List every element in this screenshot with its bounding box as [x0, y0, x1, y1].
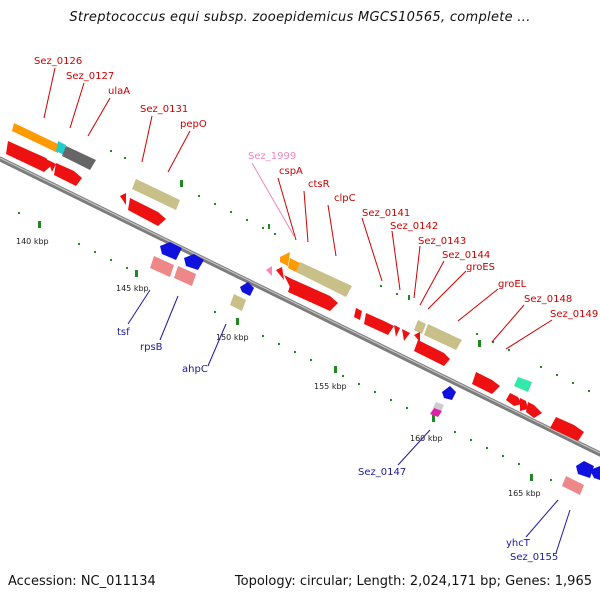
scale-label: 150 kbp: [216, 333, 249, 342]
gene-label-Sez_0143[interactable]: Sez_0143: [418, 236, 466, 247]
gene-groEL[interactable]: [424, 324, 462, 350]
gene-Sez_0148[interactable]: [472, 372, 500, 394]
gene-tsf[interactable]: [160, 242, 182, 260]
gene-ahpC[interactable]: [240, 282, 254, 296]
gene-magenta[interactable]: [430, 408, 442, 417]
gene-pepO[interactable]: [128, 198, 166, 226]
gene-Sez_0149[interactable]: [514, 377, 532, 392]
gene-label-Sez_0131[interactable]: Sez_0131: [140, 104, 188, 115]
gene-label-ulaA[interactable]: ulaA: [108, 86, 130, 97]
gene-red[interactable]: [526, 402, 542, 418]
gene-red[interactable]: [414, 340, 450, 366]
gene-Sez_0144[interactable]: [402, 329, 410, 341]
gene-Sez_0155[interactable]: [562, 476, 584, 495]
forward-genes[interactable]: [6, 123, 584, 441]
gene-label-clpC[interactable]: clpC: [334, 193, 356, 204]
gene-label-Sez_1999[interactable]: Sez_1999: [248, 151, 296, 162]
gene-label-groES[interactable]: groES: [466, 262, 495, 273]
gene-blue[interactable]: [442, 386, 456, 400]
gene-label-Sez_0141[interactable]: Sez_0141: [362, 208, 410, 219]
scale-label: 165 kbp: [508, 489, 541, 498]
gene-cspA[interactable]: [280, 252, 290, 266]
gene-label-Sez_0148[interactable]: Sez_0148: [524, 294, 572, 305]
gene-red[interactable]: [284, 275, 292, 287]
reverse-leader-lines: [127, 289, 571, 554]
gene-red[interactable]: [48, 160, 56, 172]
gene-label-Sez_0144[interactable]: Sez_0144: [442, 250, 490, 261]
scale-label: 155 kbp: [314, 382, 347, 391]
gene-red[interactable]: [550, 417, 584, 441]
gene-label-pepO[interactable]: pepO: [180, 119, 207, 130]
forward-leader-lines: [43, 67, 553, 350]
tick-marks: [18, 150, 590, 481]
gene-label-ahpC[interactable]: ahpC: [182, 364, 208, 375]
leader-Sez_1999: [251, 162, 295, 237]
accession-label: Accession: NC_011134: [8, 574, 156, 589]
scale-label: 160 kbp: [410, 434, 443, 443]
gene-yhcT[interactable]: [576, 461, 594, 478]
gene-Sez_0131[interactable]: [132, 179, 180, 210]
gene-Sez_1999[interactable]: [266, 266, 272, 276]
gene-Sez_0141[interactable]: [354, 308, 362, 320]
gene-label-Sez_0126[interactable]: Sez_0126: [34, 56, 82, 67]
gene-label-Sez_0149[interactable]: Sez_0149: [550, 309, 598, 320]
gene-label-yhcT[interactable]: yhcT: [506, 538, 531, 549]
gene-red[interactable]: [276, 267, 284, 280]
reverse-genes[interactable]: [150, 242, 600, 495]
gene-red[interactable]: [6, 141, 52, 172]
map-title: Streptococcus equi subsp. zooepidemicus …: [69, 10, 531, 25]
gene-blue[interactable]: [590, 466, 600, 480]
gene-groES[interactable]: [414, 320, 426, 334]
gene-red[interactable]: [414, 332, 420, 342]
genome-backbone: [0, 156, 600, 457]
gene-clpC[interactable]: [296, 262, 352, 297]
gene-label-groEL[interactable]: groEL: [498, 279, 527, 290]
gene-label-cspA[interactable]: cspA: [279, 166, 303, 177]
gene-label-tsf[interactable]: tsf: [117, 327, 130, 338]
gene-red[interactable]: [288, 279, 338, 311]
gene-red[interactable]: [506, 393, 522, 406]
gene-Sez_0142[interactable]: [364, 313, 394, 335]
gene-label-rpsB[interactable]: rpsB: [140, 342, 163, 353]
gene-label-Sez_0147[interactable]: Sez_0147: [358, 467, 406, 478]
gene-label-Sez_0127[interactable]: Sez_0127: [66, 71, 114, 82]
gene-pink[interactable]: [174, 266, 196, 286]
scale-label: 145 kbp: [116, 284, 149, 293]
gene-red[interactable]: [120, 193, 126, 205]
genome-stats-label: Topology: circular; Length: 2,024,171 bp…: [234, 574, 592, 589]
gene-Sez_0127[interactable]: [56, 141, 66, 155]
scale-label: 140 kbp: [16, 237, 49, 246]
gene-label-Sez_0155[interactable]: Sez_0155: [510, 552, 558, 563]
gene-Sez_0143[interactable]: [394, 325, 400, 337]
gene-Sez_0126[interactable]: [12, 123, 60, 153]
gene-ulaA[interactable]: [62, 146, 96, 170]
gene-red[interactable]: [54, 163, 82, 186]
gene-rpsB[interactable]: [184, 254, 204, 270]
gene-khaki[interactable]: [230, 294, 246, 311]
gene-label-ctsR[interactable]: ctsR: [308, 179, 330, 190]
gene-red[interactable]: [520, 398, 528, 411]
gene-pink[interactable]: [150, 256, 174, 277]
gene-label-Sez_0142[interactable]: Sez_0142: [390, 221, 438, 232]
